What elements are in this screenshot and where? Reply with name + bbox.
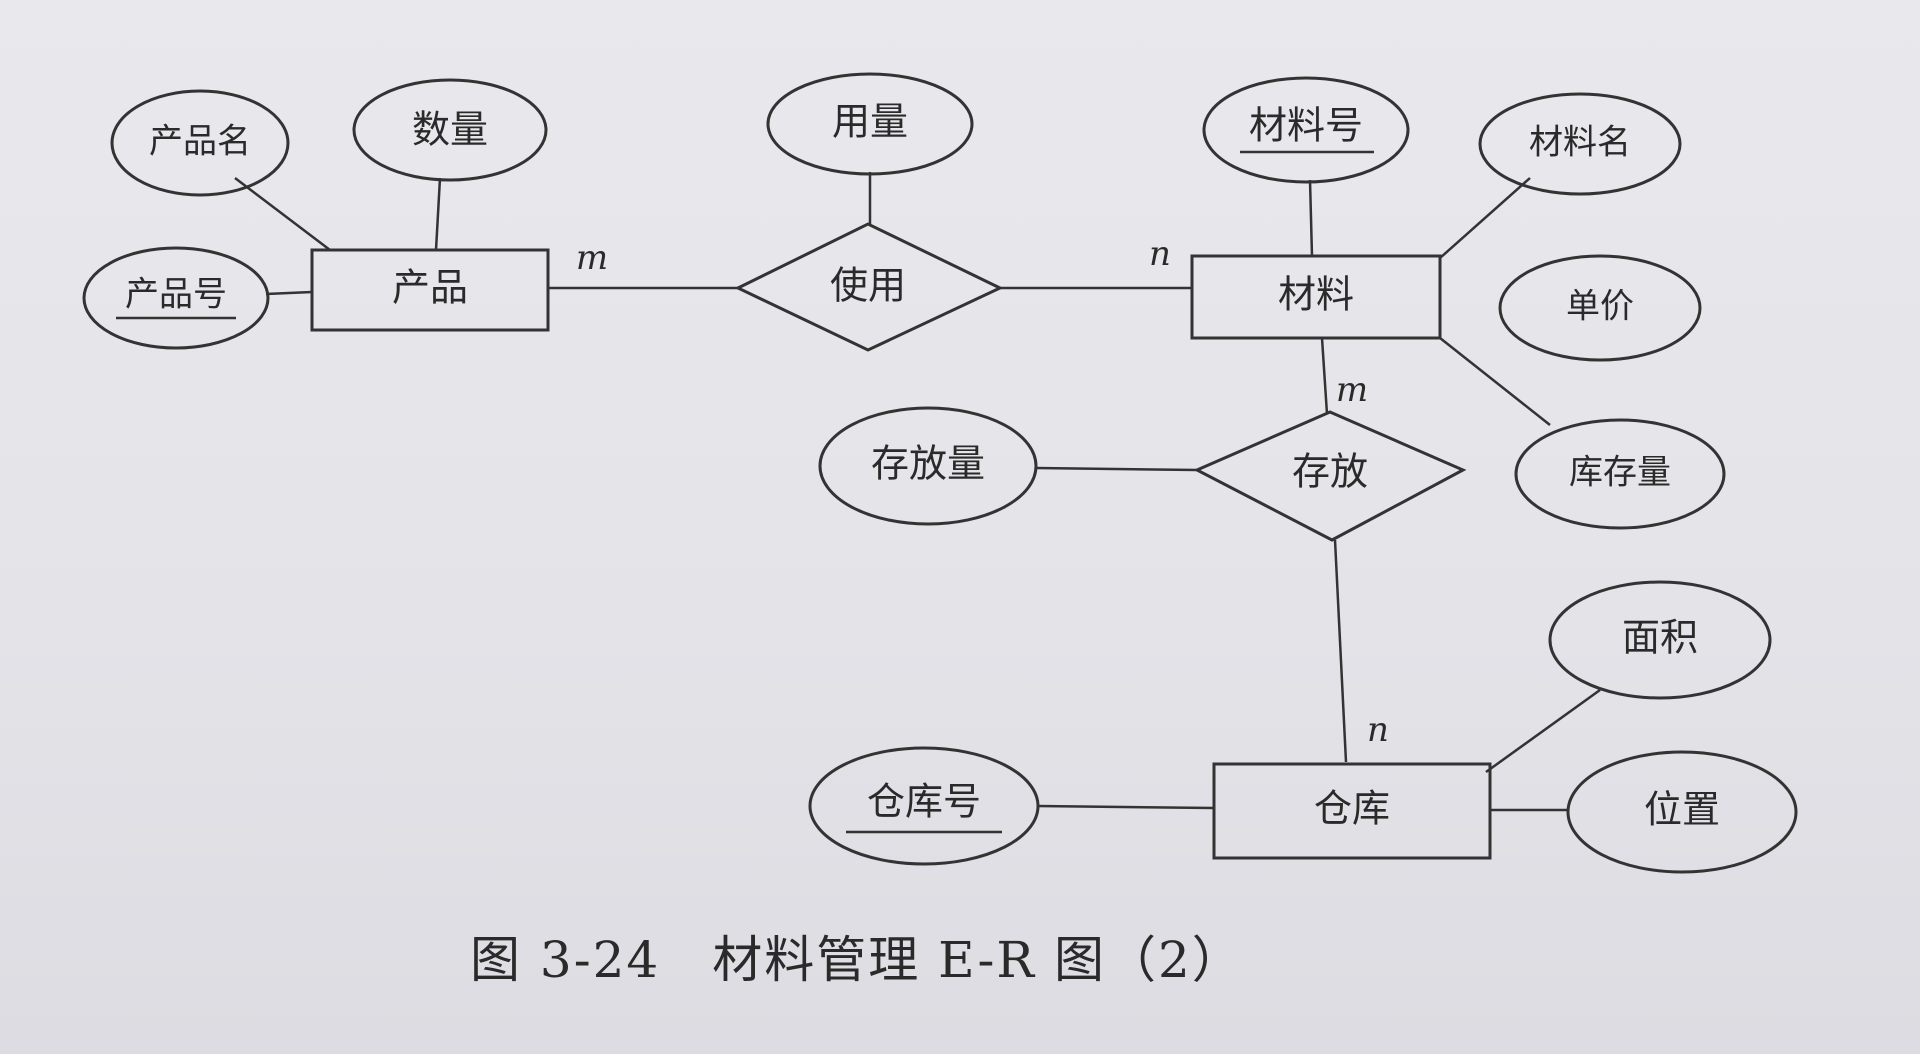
attr-quantity-label: 数量 — [412, 108, 488, 152]
attr-material-no-label: 材料号 — [1249, 104, 1363, 148]
entity-material-label: 材料 — [1278, 273, 1354, 317]
attr-unit-price-label: 单价 — [1566, 287, 1634, 327]
attr-store-amount-label: 存放量 — [871, 442, 985, 486]
edge-quantity — [434, 177, 442, 251]
attr-material-name-label: 材料名 — [1529, 123, 1631, 163]
edge-material-name — [1439, 177, 1531, 259]
relationship-store-label: 存放 — [1292, 450, 1368, 494]
attr-area-label: 面积 — [1622, 616, 1698, 660]
entity-product-label: 产品 — [392, 266, 468, 310]
attr-product-name: 产品名 — [110, 89, 290, 197]
attr-area: 面积 — [1548, 580, 1772, 700]
edge-stock — [1439, 337, 1551, 426]
attr-material-no: 材料号 — [1202, 76, 1410, 184]
entity-warehouse-label: 仓库 — [1314, 787, 1390, 831]
relationship-use-label: 使用 — [830, 264, 906, 308]
attr-location: 位置 — [1566, 750, 1798, 874]
figure-caption: 图 3-24 材料管理 E-R 图（2） — [470, 931, 1244, 989]
card-material-store: m — [1336, 370, 1368, 410]
entity-material: 材料 — [1190, 254, 1442, 340]
attr-warehouse-no: 仓库号 — [808, 746, 1040, 866]
entity-warehouse: 仓库 — [1212, 762, 1492, 860]
attr-unit-price: 单价 — [1498, 254, 1702, 362]
entity-product: 产品 — [310, 248, 550, 332]
attr-quantity: 数量 — [352, 78, 548, 182]
edge-material-no — [1308, 179, 1314, 257]
attr-stock: 库存量 — [1514, 418, 1726, 530]
relationship-store: 存放 — [1193, 410, 1467, 542]
edge-material-store — [1320, 337, 1329, 415]
edge-store-amount — [1035, 466, 1198, 472]
attr-location-label: 位置 — [1644, 788, 1720, 832]
relationship-use: 使用 — [734, 222, 1004, 352]
attr-product-no: 产品号 — [82, 246, 270, 350]
attr-product-no-label: 产品号 — [125, 275, 227, 315]
attr-usage-amount-label: 用量 — [832, 100, 908, 144]
attr-warehouse-no-label: 仓库号 — [867, 780, 981, 824]
edge-warehouse-no — [1037, 804, 1215, 810]
card-store-warehouse: n — [1367, 710, 1389, 750]
edge-area — [1485, 688, 1601, 774]
attr-material-name: 材料名 — [1478, 92, 1682, 196]
card-product-use: m — [576, 238, 608, 278]
edge-store-warehouse — [1333, 539, 1348, 763]
edge-product-name — [234, 177, 331, 251]
edge-product-no — [265, 290, 313, 296]
attr-stock-label: 库存量 — [1569, 453, 1671, 493]
attr-product-name-label: 产品名 — [149, 122, 251, 162]
card-use-material: n — [1149, 234, 1171, 274]
attr-store-amount: 存放量 — [818, 406, 1038, 526]
attr-usage-amount: 用量 — [766, 72, 974, 176]
